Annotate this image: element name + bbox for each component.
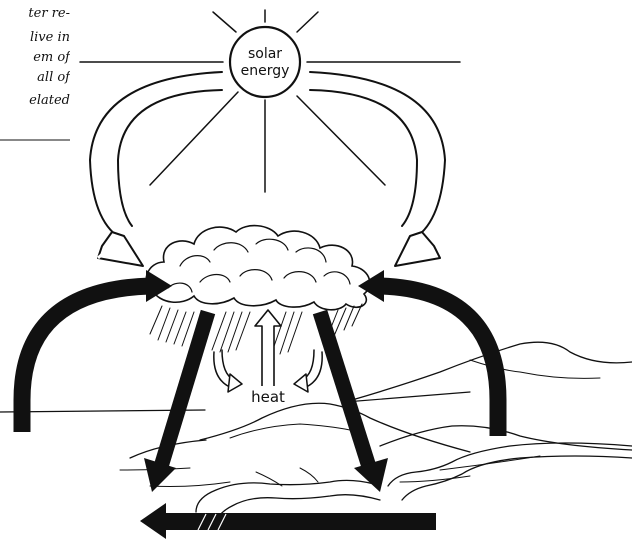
sun-label-line2: energy	[241, 63, 290, 79]
mountain-icon	[0, 342, 632, 486]
evaporation-arrow-right	[358, 270, 498, 436]
sun-rays	[80, 10, 460, 192]
cloud-icon	[146, 226, 370, 310]
heat-curl-right-arrow	[294, 350, 322, 392]
precipitation-arrow-right	[320, 312, 388, 492]
heat-label: heat	[251, 388, 285, 406]
heat-up-arrow	[255, 310, 281, 386]
sun-disc	[230, 27, 300, 97]
runoff-arrow	[140, 503, 436, 539]
evaporation-arrow-left	[22, 270, 172, 432]
sun-label-line1: solar	[248, 46, 282, 62]
heat-curl-left-arrow	[214, 350, 242, 392]
solar-arrow-right	[310, 72, 445, 266]
sun-icon: solar energy	[80, 10, 460, 192]
